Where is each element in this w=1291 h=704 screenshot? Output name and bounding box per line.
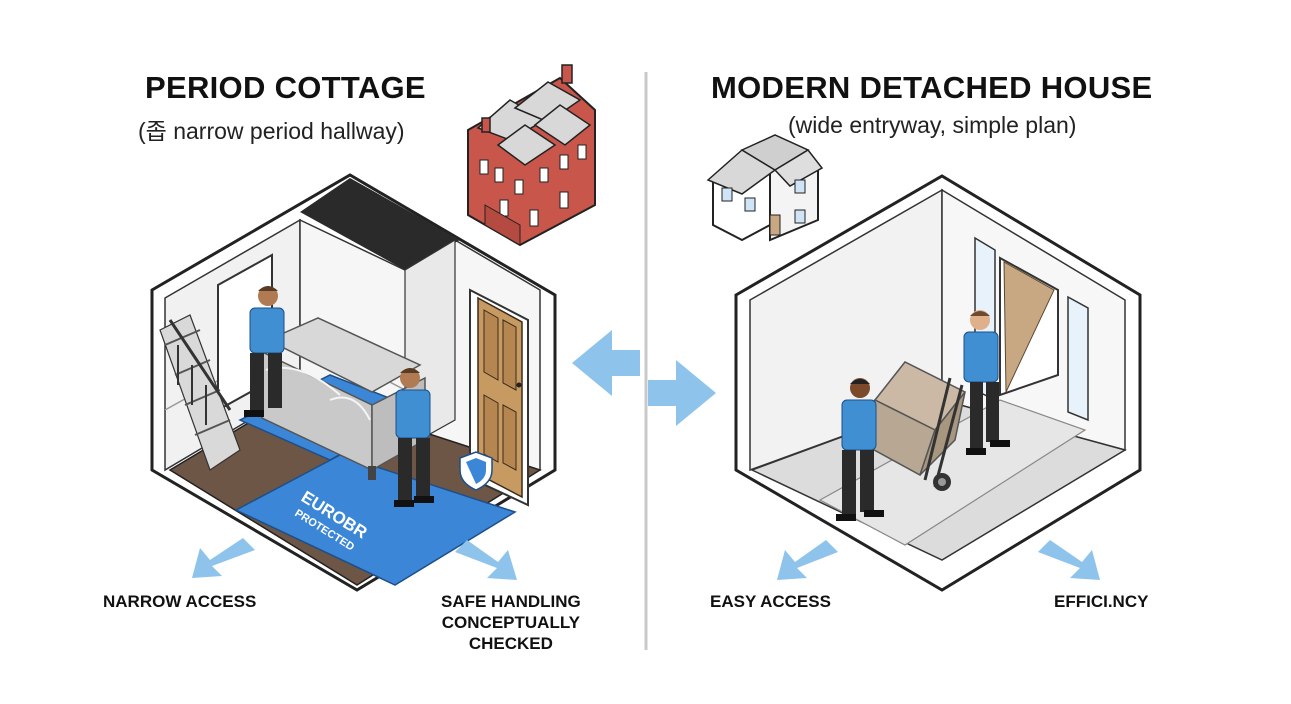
staircase (159, 314, 241, 471)
detached-house-icon (706, 134, 824, 242)
wooden-door (469, 288, 529, 507)
caption-narrow-access: NARROW ACCESS (103, 592, 257, 611)
period-cottage-room: EUROBR PROTECTED (150, 173, 557, 592)
caption-efficiency: EFFICI.NCY (1054, 592, 1149, 611)
terraced-house-icon (467, 64, 596, 247)
right-title: MODERN DETACHED HOUSE (711, 70, 1153, 105)
protection-mat-front (234, 454, 517, 586)
caption-safe-handling: SAFE HANDLING CONCEPTUALLY CHECKED (441, 591, 581, 654)
mover-right-front (394, 368, 434, 507)
left-subtitle: (좁 narrow period hallway) (138, 118, 405, 144)
mover-pushing (963, 310, 1010, 455)
caption-safe-handling-line-2: CONCEPTUALLY (441, 613, 580, 632)
box-on-trolley (864, 361, 967, 491)
down-left-arrow-icon (192, 538, 255, 578)
caption-safe-handling-line-1: SAFE HANDLING (441, 592, 581, 611)
mover-steadying (836, 378, 884, 521)
down-right-arrow-icon (455, 540, 517, 580)
double-arrow-icon (572, 330, 716, 426)
mover-left-back (244, 286, 285, 417)
down-left-arrow-icon (777, 540, 838, 580)
modern-house-room (734, 174, 1142, 592)
caption-safe-handling-line-3: CHECKED (468, 634, 553, 653)
left-title: PERIOD COTTAGE (145, 70, 426, 105)
shield-icon (459, 451, 493, 491)
right-subtitle: (wide entryway, simple plan) (788, 112, 1077, 138)
down-right-arrow-icon (1038, 540, 1100, 580)
wrapped-sofa (261, 317, 426, 480)
caption-easy-access: EASY ACCESS (710, 592, 831, 611)
